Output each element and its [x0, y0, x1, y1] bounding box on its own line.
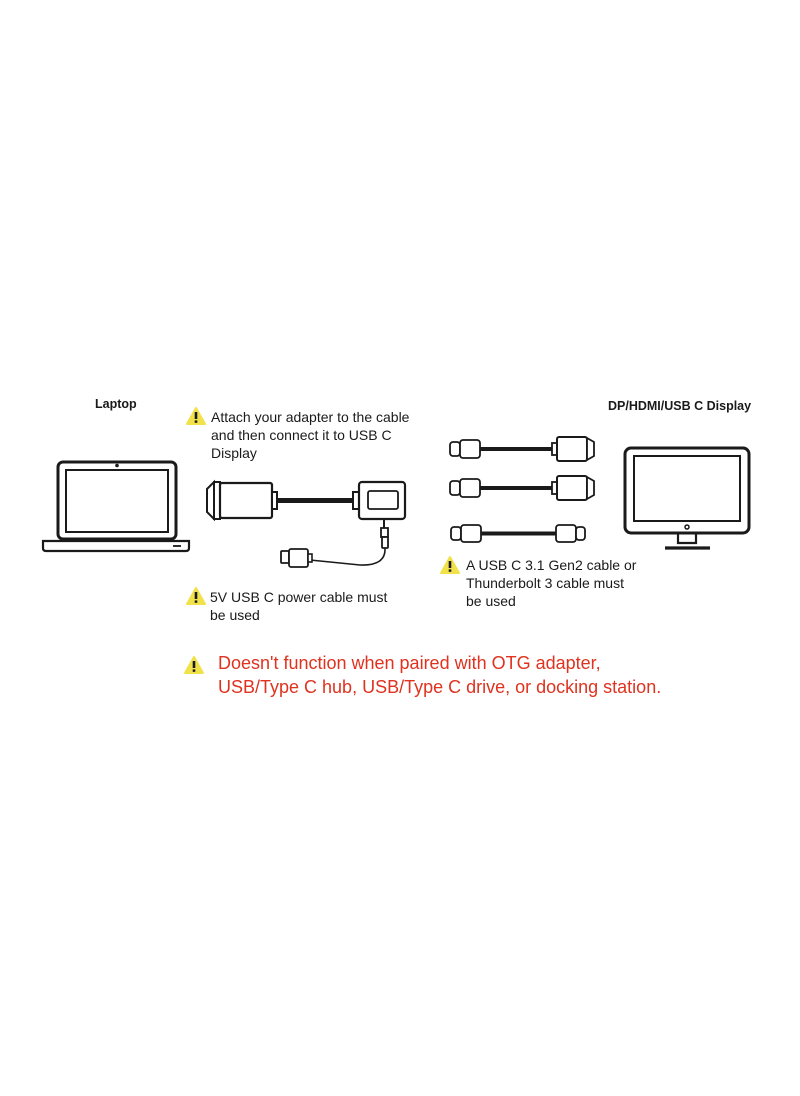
cable-note: A USB C 3.1 Gen2 cable or Thunderbolt 3 …	[466, 556, 636, 610]
attach-note: Attach your adapter to the cable and the…	[211, 408, 409, 462]
cable-note-line: be used	[466, 593, 516, 609]
monitor-icon	[623, 446, 751, 550]
usb-c-cable-icon	[450, 524, 586, 543]
caution-icon	[184, 656, 204, 674]
hdmi-cable-icon	[449, 475, 595, 501]
attach-note-line: and then connect it to USB C	[211, 427, 392, 443]
caution-icon	[440, 556, 460, 574]
power-note: 5V USB C power cable must be used	[210, 588, 387, 624]
laptop-icon	[41, 460, 191, 553]
otg-warning-line: Doesn't function when paired with OTG ad…	[218, 653, 601, 673]
attach-note-line: Attach your adapter to the cable	[211, 409, 410, 425]
otg-warning-line: USB/Type C hub, USB/Type C drive, or doc…	[218, 677, 662, 697]
attach-note-line: Display	[211, 445, 257, 461]
cable-note-line: A USB C 3.1 Gen2 cable or	[466, 557, 637, 573]
cable-note-line: Thunderbolt 3 cable must	[466, 575, 624, 591]
laptop-label: Laptop	[95, 397, 137, 411]
otg-warning: Doesn't function when paired with OTG ad…	[218, 651, 661, 699]
power-note-line: be used	[210, 607, 260, 623]
caution-icon	[186, 587, 206, 605]
display-label: DP/HDMI/USB C Display	[608, 399, 752, 413]
hdmi-adapter-icon	[206, 479, 407, 568]
power-note-line: 5V USB C power cable must	[210, 589, 388, 605]
hdmi-cable-icon	[449, 436, 595, 462]
caution-icon	[186, 407, 206, 425]
